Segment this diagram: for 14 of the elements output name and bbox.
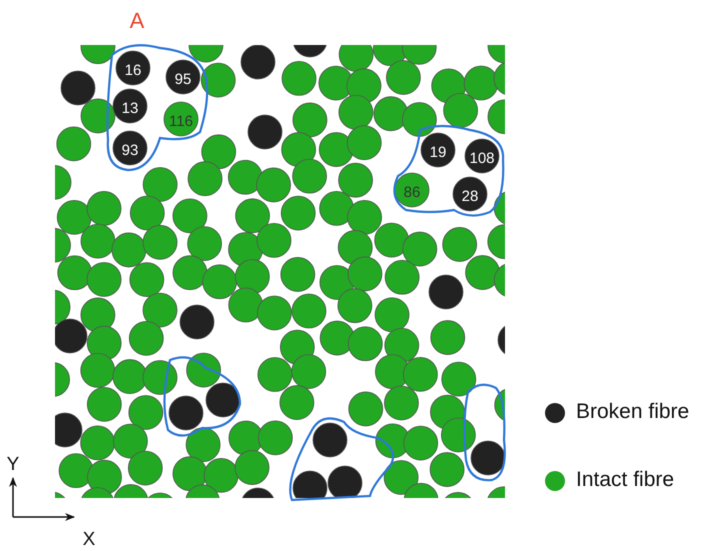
fibre-number: 93: [122, 142, 138, 159]
fibre-number: 86: [404, 184, 420, 201]
axis-label: Y: [6, 454, 20, 475]
legend-label: Broken fibre: [576, 400, 690, 424]
fibre-number: 13: [122, 100, 138, 117]
fibre-number: 108: [469, 150, 495, 167]
axis-label: X: [82, 529, 96, 550]
fibre-number: 116: [169, 113, 193, 130]
group-letter: A: [130, 8, 144, 33]
fibre-number: 28: [462, 188, 478, 205]
legend-label: Intact fibre: [576, 468, 674, 492]
fibre-number: 95: [174, 71, 192, 88]
fibre-number: 16: [124, 62, 142, 79]
fibre-number: 19: [430, 144, 446, 161]
